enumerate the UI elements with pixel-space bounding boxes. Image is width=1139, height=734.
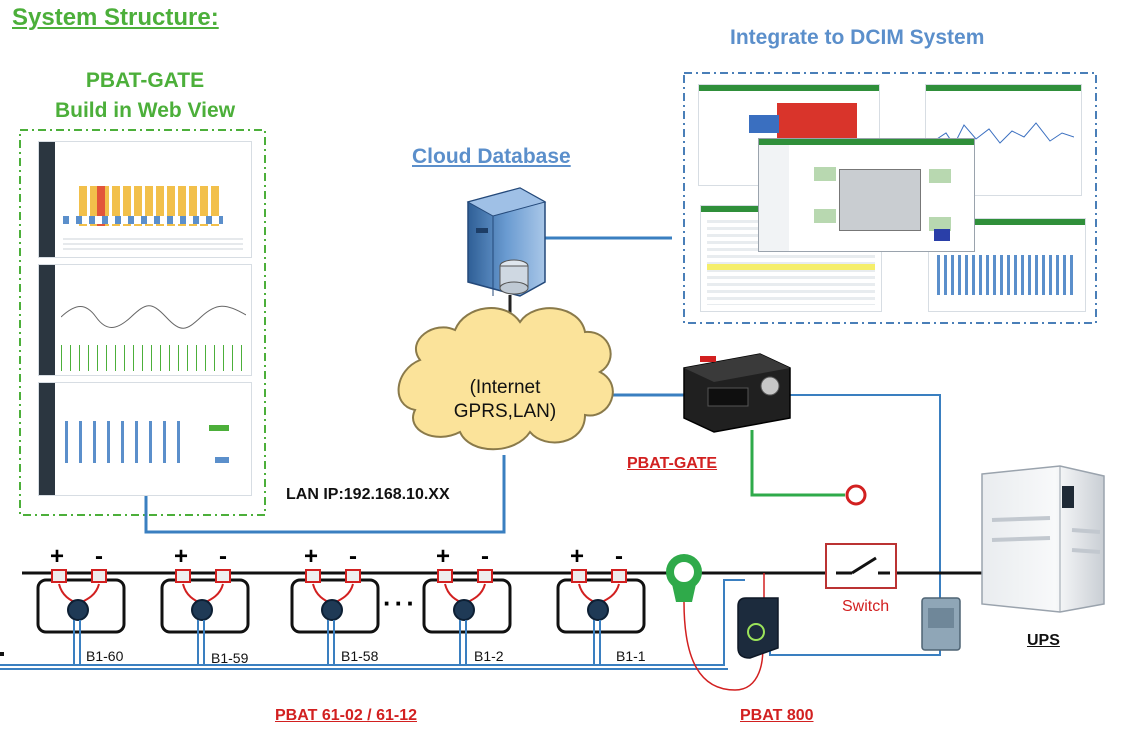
web-view-screenshot-trend bbox=[38, 264, 252, 376]
dcim-frame bbox=[683, 72, 1097, 324]
battery-label-b1-60: B1-60 bbox=[86, 648, 124, 664]
gate-ups-link bbox=[790, 394, 941, 600]
pbat-gate-label: PBAT-GATE bbox=[627, 455, 718, 472]
battery-label-b1-58: B1-58 bbox=[341, 648, 379, 664]
polarity-plus-b1-60: + bbox=[50, 543, 65, 570]
web-view-screenshot-report bbox=[38, 382, 252, 496]
dcim-screenshot-floorplan bbox=[758, 138, 975, 252]
cell-comm-bus bbox=[0, 579, 745, 666]
internet-label: (Internet GPRS,LAN) bbox=[440, 376, 570, 424]
din-module bbox=[921, 597, 961, 651]
polarity-plus-b1-1: + bbox=[570, 543, 585, 570]
web-view-title-line2: Build in Web View bbox=[54, 99, 236, 122]
battery-label-b1-59: B1-59 bbox=[211, 650, 249, 666]
switch-label: Switch bbox=[842, 598, 890, 615]
internet-cloud bbox=[397, 307, 614, 451]
ups-cabinet bbox=[981, 465, 1105, 613]
battery-b1-2 bbox=[422, 569, 512, 665]
ups-label: UPS bbox=[1027, 632, 1060, 649]
web-view-title-line1: PBAT-GATE bbox=[85, 69, 205, 92]
web-view-frame bbox=[19, 129, 266, 516]
sensor-ring bbox=[845, 484, 867, 506]
dcim-screenshot-bars bbox=[928, 218, 1086, 312]
web-view-screenshot-dashboard bbox=[38, 141, 252, 258]
internet-label-line2: GPRS,LAN) bbox=[453, 401, 557, 422]
pbat-cells-label: PBAT 61-02 / 61-12 bbox=[275, 707, 417, 724]
lan-ip-label: LAN IP:192.168.10.XX bbox=[286, 486, 450, 503]
polarity-plus-b1-2: + bbox=[436, 543, 451, 570]
trend-line-thumb bbox=[61, 305, 246, 329]
battery-b1-58 bbox=[290, 569, 380, 665]
battery-b1-1 bbox=[556, 569, 646, 665]
polarity-minus-b1-58: - bbox=[349, 543, 357, 570]
dcim-title: Integrate to DCIM System bbox=[730, 26, 985, 49]
polarity-minus-b1-1: - bbox=[615, 543, 623, 570]
pbat800-device bbox=[737, 597, 779, 659]
cloud-database-title: Cloud Database bbox=[412, 145, 571, 168]
gate-sensor-line bbox=[750, 430, 845, 497]
current-sensor bbox=[666, 554, 702, 602]
polarity-minus-b1-2: - bbox=[481, 543, 489, 570]
polarity-plus-b1-59: + bbox=[174, 543, 189, 570]
battery-b1-59 bbox=[160, 569, 250, 665]
battery-b1-60 bbox=[36, 569, 126, 665]
polarity-plus-b1-58: + bbox=[304, 543, 319, 570]
pbat800-label: PBAT 800 bbox=[740, 707, 814, 724]
battery-label-b1-2: B1-2 bbox=[474, 648, 504, 664]
pbat-gate-device bbox=[683, 353, 791, 433]
battery-label-b1-1: B1-1 bbox=[616, 648, 646, 664]
switch-symbol bbox=[825, 543, 897, 589]
polarity-minus-b1-59: - bbox=[219, 543, 227, 570]
cloud-server bbox=[466, 187, 547, 297]
battery-ellipsis: ··· bbox=[383, 588, 418, 618]
polarity-minus-b1-60: - bbox=[95, 543, 103, 570]
web-view-title: PBAT-GATE Build in Web View bbox=[20, 66, 270, 126]
page-title: System Structure: bbox=[12, 4, 219, 31]
lan-link bbox=[144, 455, 506, 534]
internet-label-line1: (Internet bbox=[469, 377, 541, 398]
